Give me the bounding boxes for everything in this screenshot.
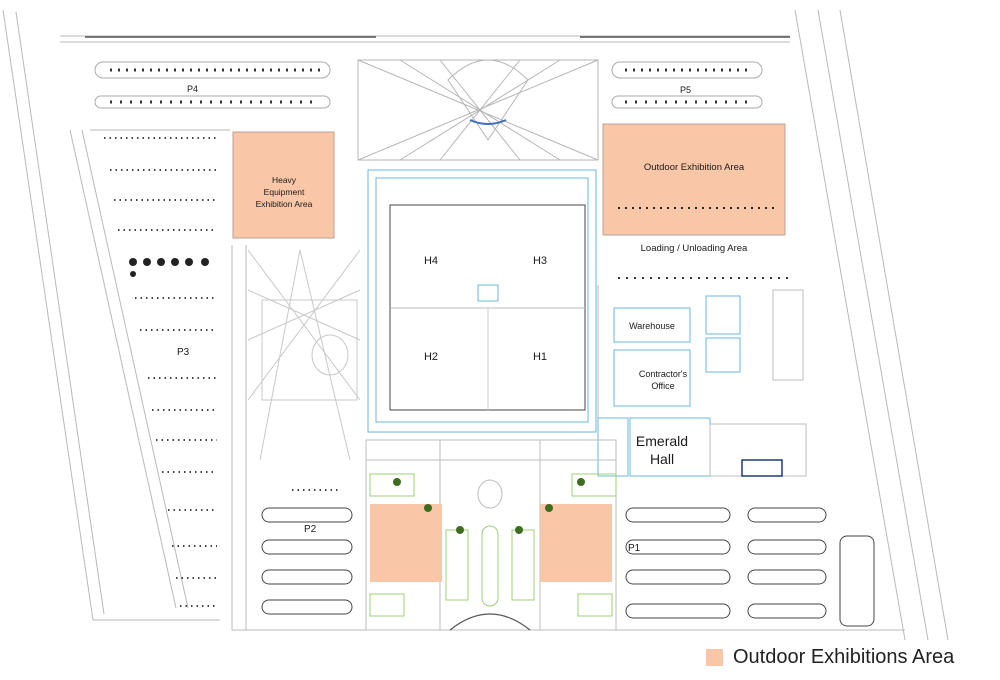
- p1-parking-rows: [625, 507, 875, 627]
- hall-h2-label: H2: [424, 351, 438, 363]
- legend-label: Outdoor Exhibitions Area: [733, 645, 955, 668]
- p5-label: P5: [680, 85, 691, 95]
- p4-parking-rows: [94, 61, 331, 109]
- heavy-equipment-label-3: Exhibition Area: [256, 199, 313, 209]
- p1-label: P1: [628, 543, 641, 554]
- lattice-left: [247, 249, 361, 461]
- p3-trees: [129, 258, 209, 277]
- plaza-trees: [393, 478, 585, 534]
- plaza-outdoor-area-left: [370, 504, 442, 582]
- contractor-office-building: [613, 349, 691, 407]
- loading-area-label: Loading / Unloading Area: [641, 243, 748, 254]
- map-legend: Outdoor Exhibitions Area: [706, 642, 954, 672]
- outdoor-exhibition-label: Outdoor Exhibition Area: [644, 162, 745, 173]
- p2-parking-rows: [261, 489, 353, 615]
- entrance-structure: [357, 59, 599, 161]
- emerald-hall-label-1: Emerald: [636, 433, 688, 449]
- contractor-office-label-1: Contractor's: [639, 369, 688, 379]
- heavy-equipment-label-1: Heavy: [272, 175, 297, 185]
- main-halls-building: [367, 169, 597, 433]
- outdoor-exhibition-area: [602, 123, 786, 236]
- contractor-office-label-2: Office: [651, 381, 674, 391]
- warehouse-building: [613, 307, 691, 343]
- hall-h1-label: H1: [533, 351, 547, 363]
- p5-parking-rows: [611, 61, 763, 109]
- heavy-equipment-area: [232, 131, 335, 239]
- warehouse-label: Warehouse: [629, 321, 675, 331]
- entrance-loop: [449, 613, 531, 631]
- plaza-greenery: [369, 473, 617, 617]
- hall-h4-label: H4: [424, 255, 438, 267]
- heavy-equipment-label-2: Equipment: [264, 187, 305, 197]
- annex-building: [705, 295, 741, 335]
- site-plan: P4 P5 P3 P2 P1 Heavy Equipment Exhibitio…: [2, 9, 949, 640]
- p4-label: P4: [187, 84, 198, 94]
- hall-h3-label: H3: [533, 255, 547, 267]
- p2-label: P2: [304, 524, 317, 535]
- outdoor-area-swatch: [706, 648, 723, 666]
- emerald-hall-label-2: Hall: [650, 451, 674, 467]
- p3-label: P3: [177, 347, 190, 358]
- plaza-outdoor-area-right: [540, 504, 612, 582]
- p3-parking-rows: [104, 137, 217, 607]
